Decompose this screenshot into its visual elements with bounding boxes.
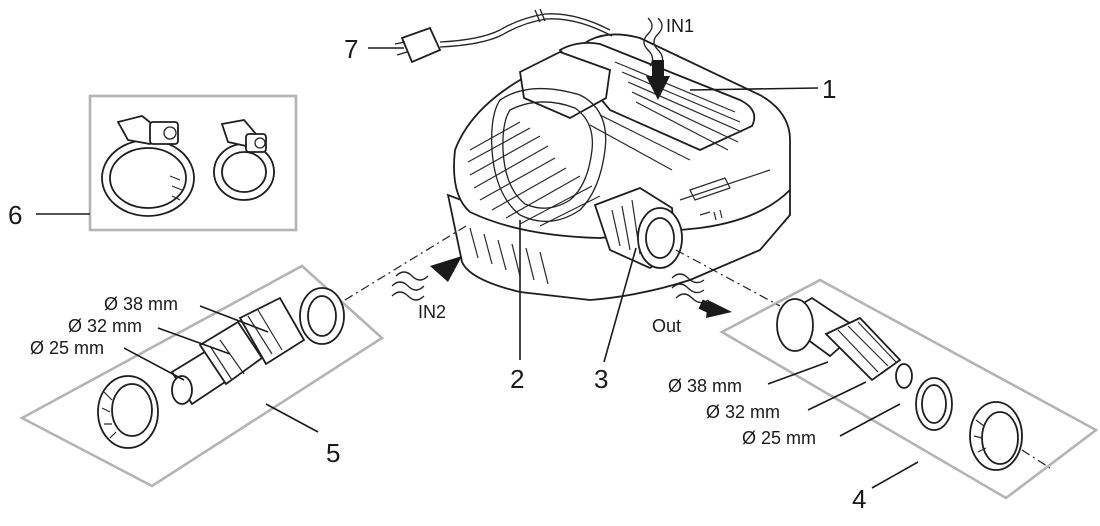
top-grille (589, 61, 743, 171)
outlet-size-25: Ø 25 mm (742, 428, 816, 448)
outlet-size-32: Ø 32 mm (706, 402, 780, 422)
callout-2: 2 (510, 364, 524, 394)
leader-5 (265, 403, 319, 433)
filter-cage (491, 87, 607, 223)
callout-4: 4 (852, 484, 866, 514)
flow-arrow-in1 (643, 17, 670, 100)
front-grille (467, 121, 601, 227)
inlet-kit-frame (19, 264, 385, 488)
leader-outlet-32 (807, 381, 867, 411)
flow-label-out: Out (652, 316, 681, 336)
outlet-axis-line (675, 249, 781, 307)
leader-inlet-32 (157, 327, 231, 355)
flow-arrow-in2 (391, 256, 462, 301)
callout-7: 7 (344, 34, 358, 64)
inlet-size-32: Ø 32 mm (68, 316, 142, 336)
callout-5: 5 (326, 438, 340, 468)
outlet-kit-frame (719, 278, 1099, 500)
leader-outlet-38 (767, 361, 829, 385)
hose-clamps-frame (88, 94, 298, 232)
leader-outlet-25 (839, 403, 901, 437)
inlet-size-38: Ø 38 mm (104, 294, 178, 314)
flow-arrow-out (671, 273, 732, 318)
flow-label-in2: IN2 (418, 302, 446, 322)
leader-1 (689, 87, 819, 91)
outlet-nozzle (593, 187, 683, 270)
hose-clamps (101, 115, 275, 217)
leader-3 (603, 247, 637, 363)
callout-3: 3 (594, 364, 608, 394)
leader-inlet-25 (123, 347, 185, 381)
inlet-axis-line (344, 225, 467, 301)
outlet-size-38: Ø 38 mm (668, 376, 742, 396)
inlet-size-25: Ø 25 mm (30, 338, 104, 358)
leader-inlet-38 (199, 305, 269, 333)
pump-body (446, 33, 791, 301)
callout-1: 1 (822, 74, 836, 104)
inlet-kit-parts (97, 287, 345, 449)
power-cable (394, 8, 613, 64)
base-slots (469, 227, 549, 285)
leader-4 (871, 461, 919, 489)
callout-6: 6 (8, 200, 22, 230)
flow-label-in1: IN1 (666, 16, 694, 36)
outlet-kit-parts (776, 296, 1023, 471)
